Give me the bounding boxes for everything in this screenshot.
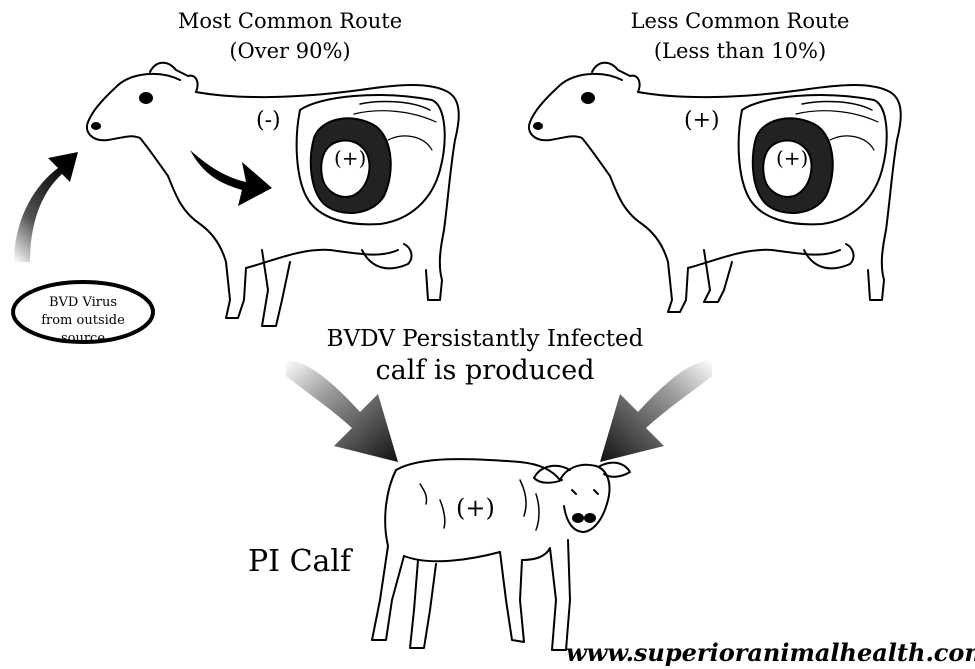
most-common-route-heading: Most Common Route (Over 90%) xyxy=(160,6,420,66)
center-caption: BVDV Persistantly Infected calf is produ… xyxy=(300,324,670,388)
less-common-route-heading: Less Common Route (Less than 10%) xyxy=(600,6,880,66)
pi-calf-label: PI Calf xyxy=(248,544,351,579)
virus-source-line1: BVD Virus xyxy=(18,294,148,312)
less-common-route-title: Less Common Route xyxy=(600,6,880,36)
center-caption-line2: calf is produced xyxy=(300,354,670,388)
most-common-route-title: Most Common Route xyxy=(160,6,420,36)
virus-source-line2: from outside source xyxy=(18,312,148,348)
most-common-route-percent: (Over 90%) xyxy=(160,36,420,66)
left-cow-status-label: (-) xyxy=(256,108,281,133)
right-cow-status-label: (+) xyxy=(684,108,720,133)
calf-status-label: (+) xyxy=(456,494,495,522)
right-fetus-status-label: (+) xyxy=(776,146,808,170)
right-cow-illustration xyxy=(529,63,901,312)
virus-entry-arrow-icon xyxy=(14,152,78,262)
pi-calf-illustration xyxy=(372,459,630,650)
center-caption-line1: BVDV Persistantly Infected xyxy=(300,324,670,354)
virus-source-text: BVD Virus from outside source xyxy=(18,294,148,348)
left-cow-illustration xyxy=(87,63,459,326)
less-common-route-percent: (Less than 10%) xyxy=(600,36,880,66)
website-watermark: www.superioranimalhealth.com xyxy=(566,638,975,667)
left-fetus-status-label: (+) xyxy=(334,146,366,170)
infection-arrow-icon xyxy=(190,150,272,206)
